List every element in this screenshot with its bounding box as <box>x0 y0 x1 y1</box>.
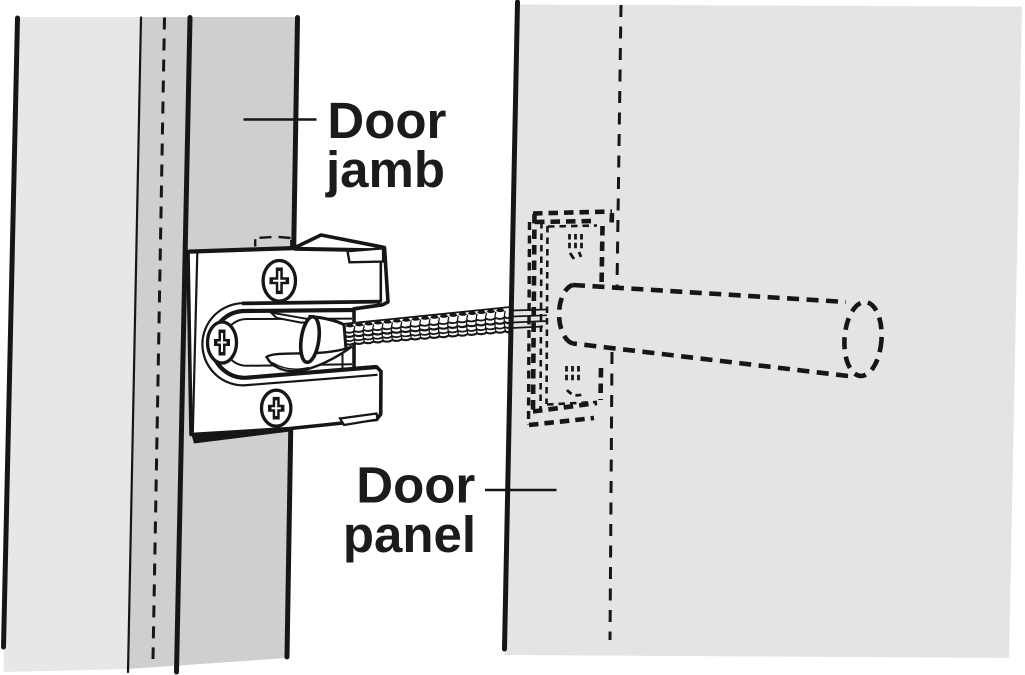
svg-text:Door: Door <box>327 92 446 149</box>
svg-text:panel: panel <box>343 506 476 563</box>
svg-text:Door: Door <box>356 457 475 514</box>
svg-text:jamb: jamb <box>325 141 445 198</box>
